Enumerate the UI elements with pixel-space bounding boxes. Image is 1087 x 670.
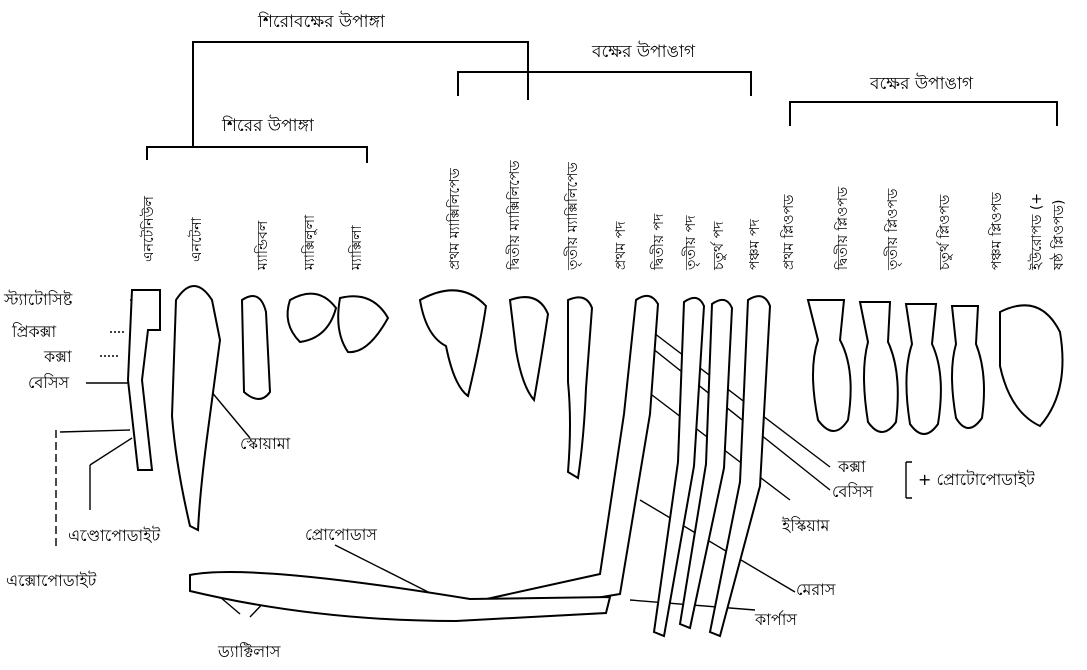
mandible-shape <box>242 296 270 399</box>
label-coxa-right: কক্সা <box>838 459 866 475</box>
label-basis-left: বেসিস <box>28 375 69 391</box>
uropod-shape <box>1000 305 1063 426</box>
label-precoxa: প্রিকক্সা <box>12 324 56 340</box>
label-leg-4: চতুর্থ পদ <box>712 222 726 270</box>
label-maxilliped-3: তৃতীয় ম্যাক্সিলিপেড <box>566 162 580 270</box>
endopodite-leader-b <box>90 438 132 465</box>
label-exopodite: এক্সোপোডাইট <box>6 573 96 589</box>
label-mandible: ম্যান্ডিবল <box>256 221 270 270</box>
label-maxillula: ম্যাক্সিলুলা <box>303 215 317 270</box>
label-antennule: এনটেনিউল <box>142 196 156 262</box>
maxilliped2-shape <box>510 297 548 400</box>
label-antenna: এনটেনা <box>190 217 204 262</box>
label-pleopod-6: ষষ্ঠ প্লিওপড) <box>1052 200 1066 270</box>
label-leg-2: দ্বিতীয় পদ <box>652 214 666 270</box>
label-statocyst: স্ট্যাটোসিষ্ট <box>4 292 72 308</box>
label-maxilliped-1: প্রথম ম্যাক্সিলিপেড <box>448 168 462 270</box>
antennule-shape <box>128 290 160 470</box>
maxilliped1-shape <box>420 290 486 396</box>
label-pleopod-5: পঞ্চম প্লিওপড <box>990 192 1004 270</box>
coxa-right-leader <box>650 330 830 467</box>
maxilliped3-shape <box>568 297 592 478</box>
label-ischium: ইস্কিয়াম <box>782 518 829 534</box>
head-bracket <box>147 147 367 163</box>
label-leg-5: পঞ্চম পদ <box>748 219 762 270</box>
label-pleopod-3: তৃতীয় প্লিওপড <box>886 189 900 270</box>
label-leg-1: প্রথম পদ <box>614 221 628 270</box>
label-coxa-left: কক্সা <box>44 349 72 365</box>
antenna-shape <box>172 286 220 530</box>
label-maxilla: ম্যাক্সিলা <box>350 225 364 270</box>
maxilla-shape <box>338 296 388 352</box>
maxillula-shape <box>288 294 336 342</box>
abdomen-bracket <box>790 102 1057 126</box>
scaphocerite-leader <box>210 390 250 438</box>
label-pleopod-4: চতুর্থ প্লিওপড <box>938 195 952 270</box>
label-leg-3: তৃতীয় পদ <box>684 215 698 270</box>
cephalothorax-heading: শিরোবক্ষের উপাঙ্গা <box>258 14 385 31</box>
label-propodus: প্রোপোডাস <box>305 527 377 543</box>
pleopod2-shape <box>860 302 898 432</box>
label-scaphocerite: স্কোয়ামা <box>240 436 290 452</box>
pleopod3-shape <box>906 304 941 434</box>
label-protopodite: + প্রোটোপোডাইট <box>918 472 1035 488</box>
label-pleopod-1: প্রথম প্লিওপড <box>782 195 796 270</box>
label-maxilliped-2: দ্বিতীয় ম্যাক্সিলিপেড <box>508 160 522 270</box>
label-merus: মেরাস <box>796 582 835 598</box>
abdomen-heading: বক্ষের উপাঙাগ <box>870 76 973 93</box>
thorax-heading: বক্ষের উপাঙাগ <box>592 44 695 61</box>
label-uropod: ইউরোপড (+ <box>1030 193 1044 270</box>
label-dactylus: ড্যাক্টিলাস <box>218 644 280 660</box>
label-carpus: কার্পাস <box>755 612 797 628</box>
label-pleopod-2: দ্বিতীয় প্লিওপড <box>836 187 850 270</box>
pleopod1-shape <box>808 300 851 431</box>
thorax-bracket <box>458 72 751 96</box>
endopodite-leader-a <box>60 430 130 432</box>
head-heading: শিরের উপাঙ্গা <box>222 118 314 135</box>
label-endopodite: এণ্ডোপোডাইট <box>68 528 160 544</box>
label-basis-right: বেসিস <box>832 484 873 500</box>
pleopod4-shape <box>952 306 984 428</box>
